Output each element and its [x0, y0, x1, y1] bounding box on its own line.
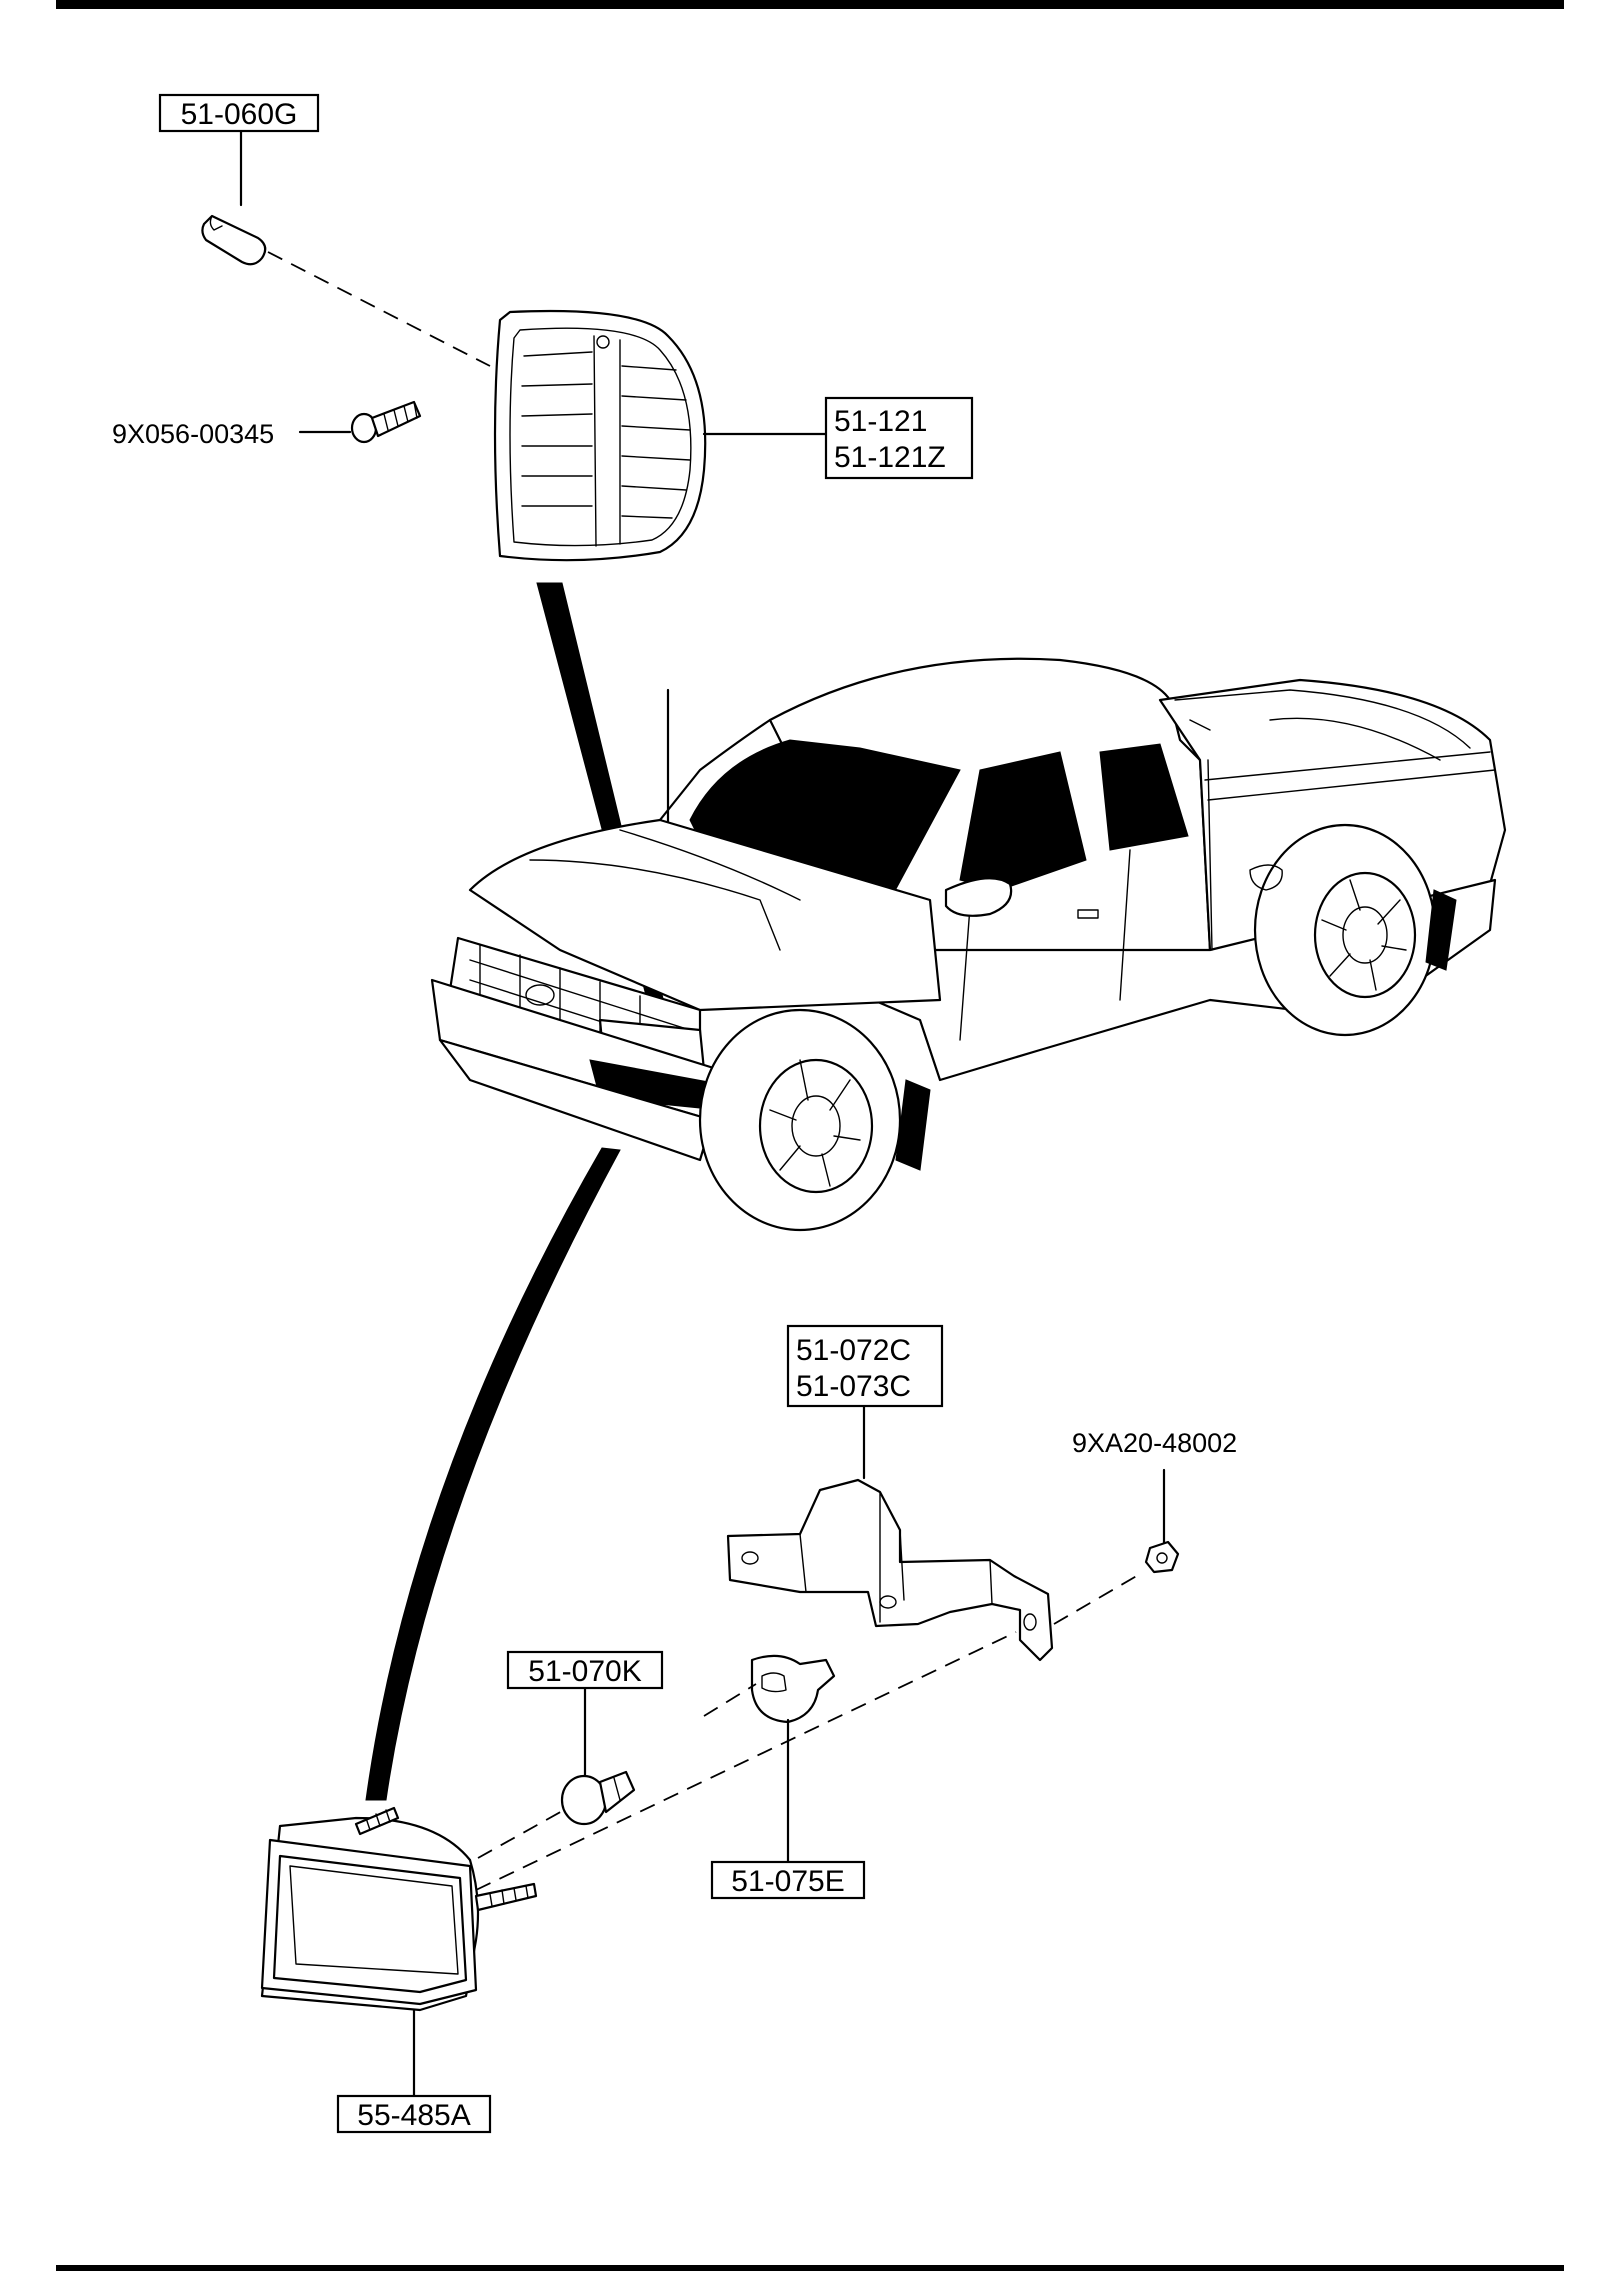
bracket-part	[726, 1478, 1054, 1662]
side-marker-bulb	[201, 214, 267, 266]
socket-part	[750, 1654, 836, 1724]
svg-text:51-072C: 51-072C	[796, 1334, 911, 1367]
svg-text:9X056-00345: 9X056-00345	[112, 419, 274, 449]
label-bulb-side: 51-060G	[158, 93, 320, 133]
svg-text:51-121Z: 51-121Z	[834, 441, 946, 474]
svg-text:9XA20-48002: 9XA20-48002	[1072, 1428, 1237, 1458]
bottom-border	[56, 2265, 1564, 2271]
screw-part	[350, 400, 422, 444]
nut-part	[1144, 1540, 1180, 1574]
label-fog-lamp: 55-485A	[336, 2094, 492, 2134]
label-side-lamp: 51-121 51-121Z	[824, 396, 974, 480]
pickup-truck-illustration	[430, 657, 1507, 1232]
svg-text:51-070K: 51-070K	[528, 1655, 641, 1688]
side-marker-lamp	[493, 309, 707, 562]
top-border	[56, 0, 1564, 9]
label-bracket: 51-072C 51-073C	[786, 1324, 944, 1408]
label-screw: 9X056-00345	[112, 419, 274, 449]
svg-text:55-485A: 55-485A	[357, 2099, 470, 2132]
svg-text:51-075E: 51-075E	[731, 1865, 844, 1898]
svg-text:51-060G: 51-060G	[181, 98, 298, 131]
svg-text:51-121: 51-121	[834, 405, 927, 438]
label-socket: 51-075E	[710, 1860, 866, 1900]
label-nut: 9XA20-48002	[1072, 1428, 1237, 1458]
fog-bulb-part	[560, 1770, 636, 1826]
svg-text:51-073C: 51-073C	[796, 1370, 911, 1403]
label-fog-bulb: 51-070K	[506, 1650, 664, 1690]
fog-lamp-part	[260, 1806, 538, 2012]
